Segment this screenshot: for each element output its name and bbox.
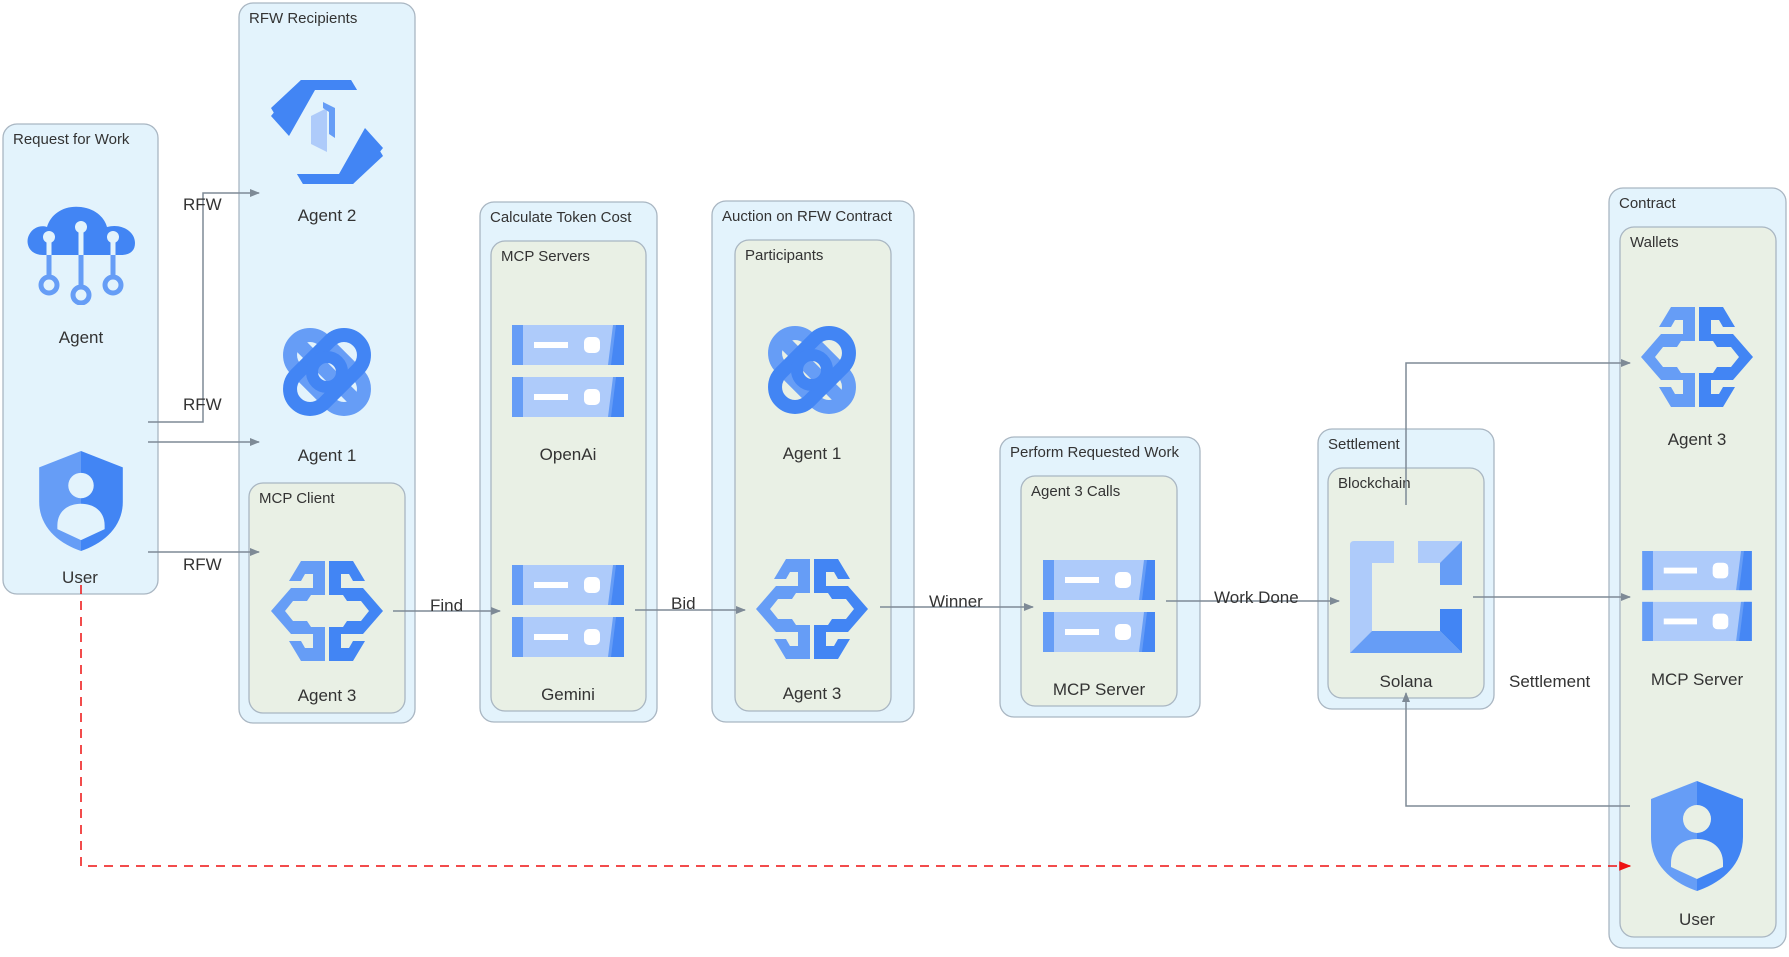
edge-user-to-user-wallet[interactable] xyxy=(80,585,1632,871)
cluster-label: Calculate Token Cost xyxy=(490,209,632,226)
cluster-label: Perform Requested Work xyxy=(1010,444,1179,461)
node-wallet-mcp-server[interactable]: MCP Server xyxy=(1642,551,1752,689)
edge-rfw-to-agent2[interactable] xyxy=(148,189,260,423)
node-gemini[interactable]: Gemini xyxy=(512,565,624,704)
node-label: Solana xyxy=(1380,672,1433,691)
cluster-label: Settlement xyxy=(1328,436,1401,453)
cluster-mcp-client: MCP Client xyxy=(248,482,406,714)
edge-label-find: Find xyxy=(430,596,463,615)
node-label: Agent 3 xyxy=(783,684,842,703)
cluster-label: Auction on RFW Contract xyxy=(722,208,893,225)
node-agent1[interactable]: Agent 1 xyxy=(282,327,373,465)
node-label: Agent xyxy=(59,328,104,347)
node-wallet-user[interactable]: User xyxy=(1651,781,1743,929)
edge-label-winner: Winner xyxy=(929,592,983,611)
node-agent3[interactable]: Agent 3 xyxy=(271,561,383,705)
cluster-label: MCP Servers xyxy=(501,248,590,265)
edge-label-rfw: RFW xyxy=(183,195,222,214)
cluster-label: Blockchain xyxy=(1338,475,1411,492)
node-label: MCP Server xyxy=(1053,680,1146,699)
node-label: MCP Server xyxy=(1651,670,1744,689)
cluster-participants: Participants xyxy=(734,239,892,712)
node-agent[interactable]: Agent xyxy=(28,207,135,347)
cluster-label: Contract xyxy=(1619,195,1677,212)
node-user[interactable]: User xyxy=(39,451,123,587)
edge-label-work-done: Work Done xyxy=(1214,588,1299,607)
cluster-label: Agent 3 Calls xyxy=(1031,483,1120,500)
node-openai[interactable]: OpenAi xyxy=(512,325,624,464)
edge-label-rfw: RFW xyxy=(183,555,222,574)
node-auction-agent1[interactable]: Agent 1 xyxy=(767,325,858,463)
node-agent2[interactable]: Agent 2 xyxy=(271,80,383,225)
cross-loops-icon xyxy=(767,325,858,416)
node-label: Agent 3 xyxy=(298,686,357,705)
edges: RFW RFW RFW Find Bid Winner Work Done Se… xyxy=(80,189,1632,871)
edge-label-settlement: Settlement xyxy=(1509,672,1591,691)
node-wallet-agent3[interactable]: Agent 3 xyxy=(1641,307,1753,449)
edge-user-wallet-to-solana[interactable] xyxy=(1402,692,1630,807)
node-label: User xyxy=(62,568,98,587)
node-label: OpenAi xyxy=(540,445,597,464)
cluster-label: Participants xyxy=(745,247,823,264)
cluster-label: RFW Recipients xyxy=(249,10,357,27)
node-label: Gemini xyxy=(541,685,595,704)
edge-solana-to-agent3-wallet[interactable] xyxy=(1405,359,1631,505)
edge-label-bid: Bid xyxy=(671,594,696,613)
node-work-mcp-server[interactable]: MCP Server xyxy=(1043,560,1155,699)
node-label: User xyxy=(1679,910,1715,929)
node-label: Agent 1 xyxy=(298,446,357,465)
cross-loops-icon xyxy=(282,327,373,418)
node-label: Agent 2 xyxy=(298,206,357,225)
cluster-label: MCP Client xyxy=(259,490,335,507)
node-solana[interactable]: Solana xyxy=(1350,541,1462,691)
node-label: Agent 3 xyxy=(1668,430,1727,449)
edge-label-rfw: RFW xyxy=(183,395,222,414)
cluster-label: Request for Work xyxy=(13,131,130,148)
node-label: Agent 1 xyxy=(783,444,842,463)
cluster-label: Wallets xyxy=(1630,234,1679,251)
node-auction-agent3[interactable]: Agent 3 xyxy=(756,559,868,703)
